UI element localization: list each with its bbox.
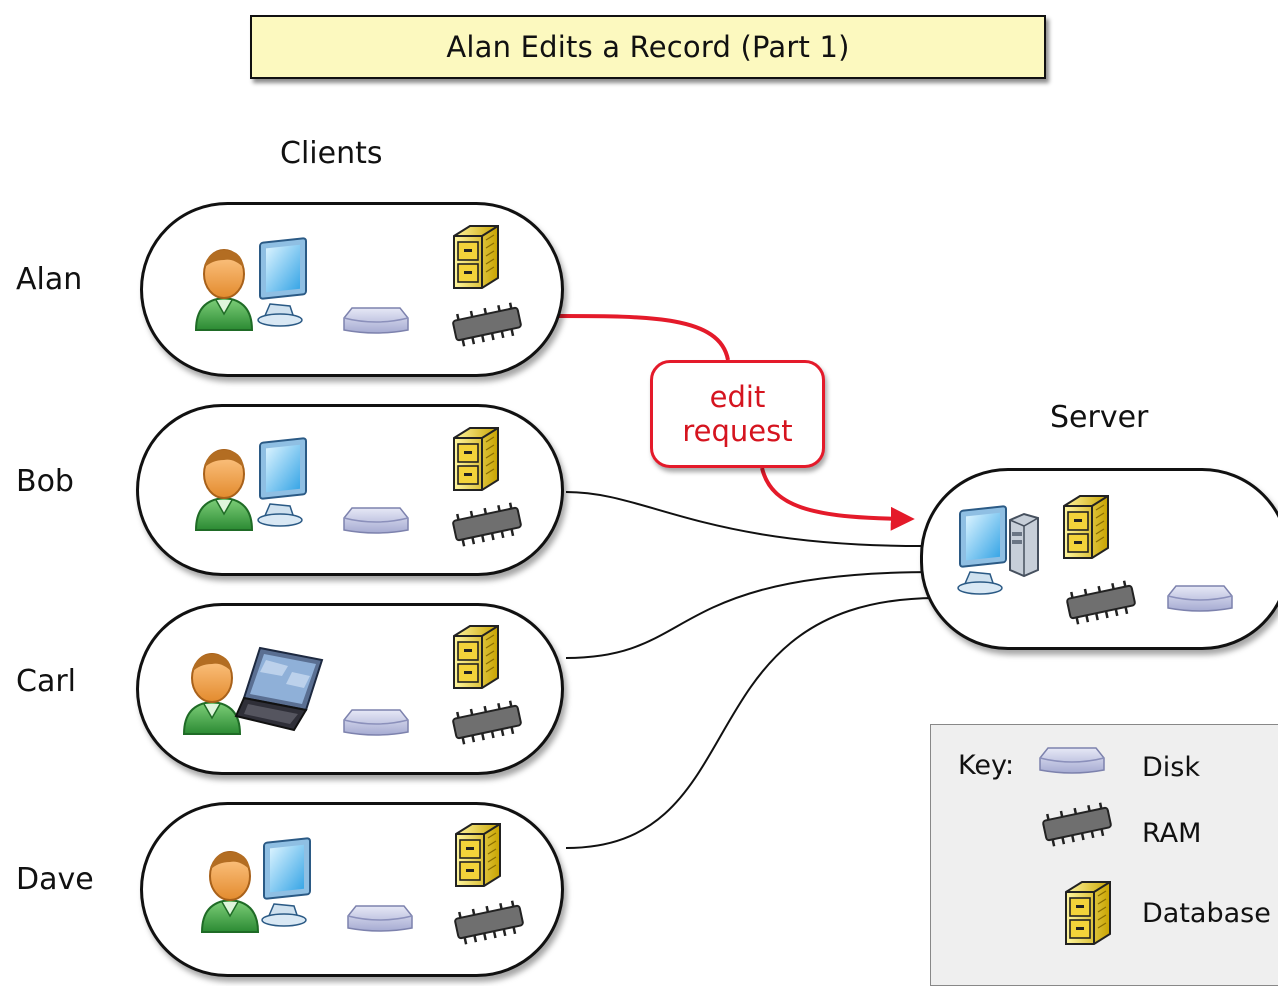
legend-disk-label: Disk: [1142, 752, 1200, 783]
ram-icon: [451, 301, 523, 348]
database-icon: [1065, 881, 1111, 945]
database-icon: [453, 225, 499, 289]
dave-server-link: [565, 597, 936, 849]
database-icon: [1063, 495, 1109, 559]
server-heading: Server: [1050, 400, 1149, 435]
client-label-dave: Dave: [16, 862, 94, 897]
ram-icon: [453, 899, 525, 946]
disk-icon: [347, 905, 413, 932]
monitor-icon: [257, 437, 307, 527]
monitor-icon: [957, 505, 1007, 595]
ram-icon: [451, 501, 523, 548]
database-icon: [453, 625, 499, 689]
edit-request-arrow: [760, 467, 915, 531]
edit-request-line1: edit: [709, 380, 766, 414]
legend-key-label: Key:: [958, 750, 1015, 781]
disk-icon: [343, 709, 409, 736]
edit-request-line2: request: [682, 414, 793, 448]
clients-heading: Clients: [280, 136, 383, 171]
monitor-icon: [257, 237, 307, 327]
disk-icon: [343, 307, 409, 334]
alan-edit-request-link: [557, 314, 730, 361]
bob-server-link: [565, 491, 936, 548]
diagram-title: Alan Edits a Record (Part 1): [250, 15, 1046, 79]
ram-icon: [1065, 579, 1137, 626]
disk-icon: [1167, 585, 1233, 612]
edit-request-callout: edit request: [650, 360, 825, 468]
disk-icon: [1039, 747, 1105, 774]
client-label-bob: Bob: [16, 464, 74, 499]
legend-ram-label: RAM: [1142, 818, 1202, 849]
ram-icon: [1041, 801, 1113, 848]
tower-icon: [1009, 513, 1039, 577]
client-label-alan: Alan: [16, 262, 83, 297]
laptop-icon: [235, 647, 323, 731]
ram-icon: [451, 699, 523, 746]
carl-server-link: [565, 571, 936, 659]
client-label-carl: Carl: [16, 664, 76, 699]
disk-icon: [343, 507, 409, 534]
database-icon: [455, 823, 501, 887]
monitor-icon: [261, 837, 311, 927]
legend-database-label: Database: [1142, 898, 1271, 929]
database-icon: [453, 427, 499, 491]
